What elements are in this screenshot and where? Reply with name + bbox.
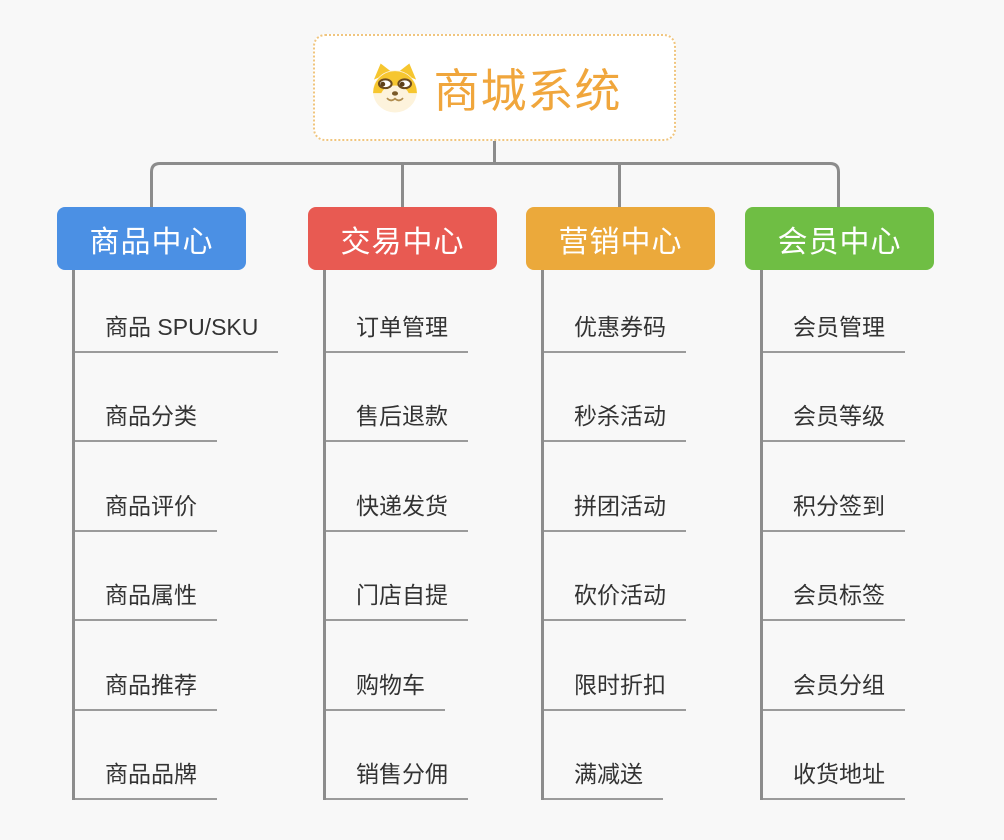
child-node-row: 会员标签 [763, 532, 934, 621]
root-node-mall-system[interactable]: 商城系统 [313, 34, 676, 141]
child-node[interactable]: 订单管理 [326, 308, 468, 353]
branch-trunk-line: 优惠券码秒杀活动拼团活动砍价活动限时折扣满减送 [541, 270, 715, 800]
child-node-row: 门店自提 [326, 532, 497, 621]
child-node[interactable]: 会员等级 [763, 397, 905, 442]
child-node-row: 销售分佣 [326, 711, 497, 800]
child-node-row: 满减送 [544, 711, 715, 800]
child-node[interactable]: 秒杀活动 [544, 397, 686, 442]
child-node[interactable]: 商品分类 [75, 397, 217, 442]
branch-node-trade-center[interactable]: 交易中心 [308, 207, 497, 270]
child-node[interactable]: 拼团活动 [544, 487, 686, 532]
child-node-row: 商品品牌 [75, 711, 278, 800]
branch-column-product-center: 商品中心商品 SPU/SKU 商品分类商品评价商品属性商品推荐商品品牌 [57, 207, 279, 800]
child-node-row: 优惠券码 [544, 270, 715, 353]
child-node-row: 商品评价 [75, 442, 278, 532]
branch-node-label: 营销中心 [558, 225, 683, 259]
child-node-row: 商品分类 [75, 353, 278, 442]
child-node[interactable]: 会员分组 [763, 666, 905, 711]
branch-column-trade-center: 交易中心订单管理售后退款快递发货门店自提购物车销售分佣 [308, 207, 497, 800]
child-node-row: 会员分组 [763, 621, 934, 711]
branch-node-marketing-center[interactable]: 营销中心 [526, 207, 715, 270]
child-node-row: 砍价活动 [544, 532, 715, 621]
child-node[interactable]: 门店自提 [326, 576, 468, 621]
branch-trunk-line: 会员管理会员等级积分签到会员标签会员分组收货地址 [760, 270, 934, 800]
child-node[interactable]: 购物车 [326, 666, 445, 711]
shiba-dog-icon [372, 63, 417, 112]
branch-trunk-line: 订单管理售后退款快递发货门店自提购物车销售分佣 [323, 270, 497, 800]
root-node-title: 商城系统 [433, 64, 622, 117]
child-node[interactable]: 满减送 [544, 755, 663, 800]
child-node-row: 会员等级 [763, 353, 934, 442]
branch-trunk-line: 商品 SPU/SKU 商品分类商品评价商品属性商品推荐商品品牌 [72, 270, 279, 800]
child-node-row: 商品属性 [75, 532, 278, 621]
child-node-row: 购物车 [326, 621, 497, 711]
branch-column-marketing-center: 营销中心优惠券码秒杀活动拼团活动砍价活动限时折扣满减送 [526, 207, 715, 800]
child-node-row: 收货地址 [763, 711, 934, 800]
child-node-row: 订单管理 [326, 270, 497, 353]
branch-node-label: 交易中心 [340, 225, 465, 259]
child-node[interactable]: 积分签到 [763, 487, 905, 532]
child-node-row: 拼团活动 [544, 442, 715, 532]
child-node[interactable]: 会员标签 [763, 576, 905, 621]
child-node[interactable]: 商品推荐 [75, 666, 217, 711]
child-node-row: 限时折扣 [544, 621, 715, 711]
branch-node-product-center[interactable]: 商品中心 [57, 207, 246, 270]
child-node[interactable]: 会员管理 [763, 308, 905, 353]
child-node[interactable]: 商品 SPU/SKU [75, 308, 279, 353]
child-node-row: 商品推荐 [75, 621, 278, 711]
branch-node-label: 会员中心 [777, 225, 902, 259]
branch-node-label: 商品中心 [89, 225, 214, 259]
child-node[interactable]: 限时折扣 [544, 666, 686, 711]
branch-node-member-center[interactable]: 会员中心 [745, 207, 934, 270]
child-node[interactable]: 售后退款 [326, 397, 468, 442]
child-node[interactable]: 商品品牌 [75, 755, 217, 800]
child-node-row: 售后退款 [326, 353, 497, 442]
child-node-row: 积分签到 [763, 442, 934, 532]
child-node-row: 商品 SPU/SKU [75, 270, 279, 353]
child-node[interactable]: 快递发货 [326, 487, 468, 532]
child-node[interactable]: 砍价活动 [544, 576, 686, 621]
child-node-row: 秒杀活动 [544, 353, 715, 442]
branch-column-member-center: 会员中心会员管理会员等级积分签到会员标签会员分组收货地址 [745, 207, 934, 800]
child-node[interactable]: 商品属性 [75, 576, 217, 621]
child-node[interactable]: 收货地址 [763, 755, 905, 800]
child-node[interactable]: 优惠券码 [544, 308, 686, 353]
child-node[interactable]: 销售分佣 [326, 755, 468, 800]
child-node-row: 快递发货 [326, 442, 497, 532]
child-node[interactable]: 商品评价 [75, 487, 217, 532]
child-node-row: 会员管理 [763, 270, 934, 353]
